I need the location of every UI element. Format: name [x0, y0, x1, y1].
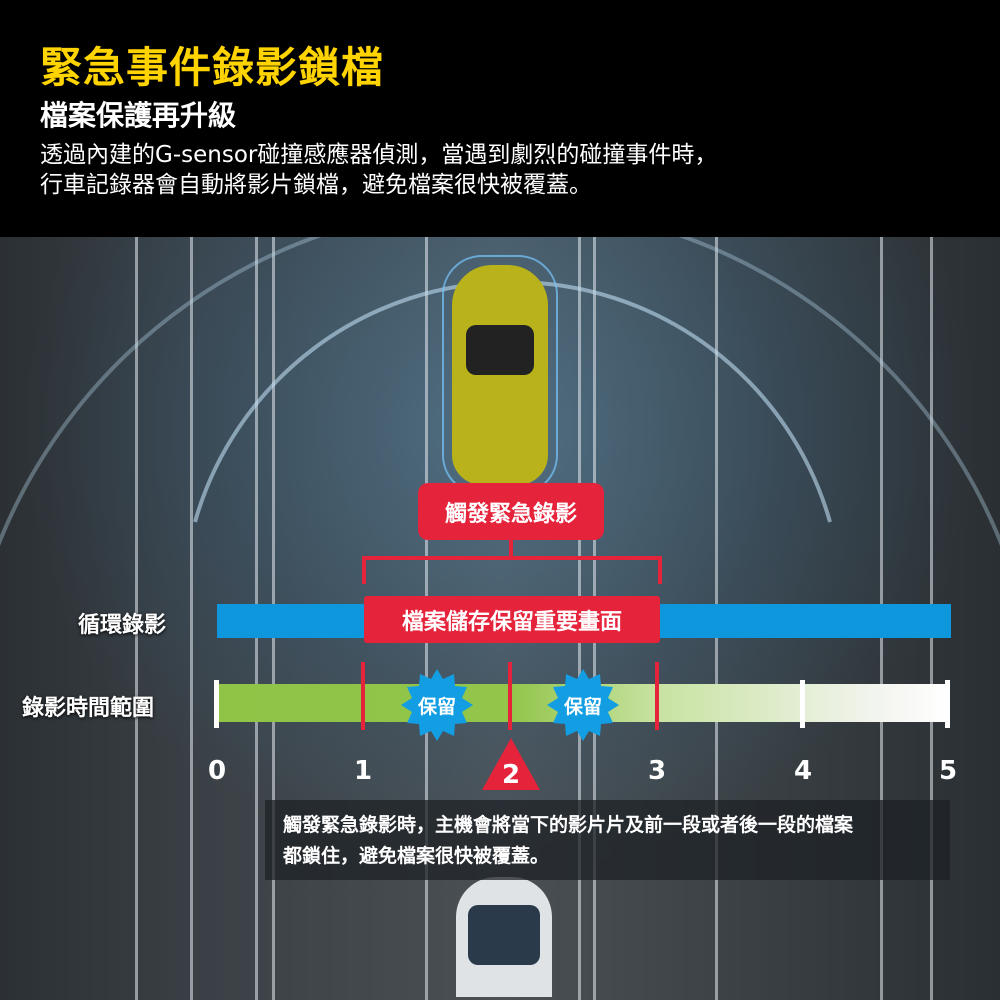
- header: 緊急事件錄影鎖檔 檔案保護再升級 透過內建的G-sensor碰撞感應器偵測，當遇…: [0, 0, 1000, 237]
- tick-label: 5: [938, 756, 958, 786]
- page-title: 緊急事件錄影鎖檔: [40, 43, 385, 92]
- tick-mark: [945, 680, 950, 728]
- tick-label: 3: [647, 756, 667, 786]
- bracket-right: [658, 556, 662, 584]
- description-line: 行車記錄器會自動將影片鎖檔，避免檔案很快被覆蓋。: [40, 172, 592, 198]
- caption-line: 觸發緊急錄影時，主機會將當下的影片片及前一段或者後一段的檔案: [283, 814, 854, 836]
- loop-recording-label: 循環錄影: [78, 613, 167, 638]
- bracket-left: [362, 556, 366, 584]
- recording-range-label: 錄影時間範圍: [22, 696, 155, 721]
- white-car-image: [456, 877, 552, 997]
- bracket-stem: [509, 540, 513, 558]
- radar-arc: [0, 237, 1000, 547]
- lock-start-marker: [361, 662, 365, 730]
- caption-box: 觸發緊急錄影時，主機會將當下的影片片及前一段或者後一段的檔案 都鎖住，避免檔案很…: [265, 800, 950, 880]
- tick-label: 2: [501, 760, 521, 790]
- lock-end-marker: [655, 662, 659, 730]
- event-marker: [508, 662, 512, 730]
- yellow-car-image: [452, 265, 548, 485]
- description: 透過內建的G-sensor碰撞感應器偵測，當遇到劇烈的碰撞事件時， 行車記錄器會…: [40, 140, 717, 200]
- description-line: 透過內建的G-sensor碰撞感應器偵測，當遇到劇烈的碰撞事件時，: [40, 142, 718, 168]
- tick-mark: [800, 680, 805, 728]
- tick-mark: [214, 680, 219, 728]
- keep-badge-label: 保留: [417, 695, 456, 718]
- keep-badge-label: 保留: [563, 695, 602, 718]
- starburst-icon: [547, 669, 619, 741]
- bracket-bar: [362, 556, 662, 560]
- starburst-icon: [401, 669, 473, 741]
- trigger-emergency-label: 觸發緊急錄影: [418, 483, 604, 540]
- keep-badge: 保留: [547, 669, 619, 741]
- caption-line: 都鎖住，避免檔案很快被覆蓋。: [283, 845, 550, 867]
- tick-label: 4: [793, 756, 813, 786]
- event-triangle-icon: [482, 738, 540, 790]
- page-subtitle: 檔案保護再升級: [40, 99, 237, 132]
- tick-label: 1: [353, 756, 373, 786]
- saved-footage-box: 檔案儲存保留重要畫面: [364, 596, 660, 643]
- tick-label: 0: [207, 756, 227, 786]
- keep-badge: 保留: [401, 669, 473, 741]
